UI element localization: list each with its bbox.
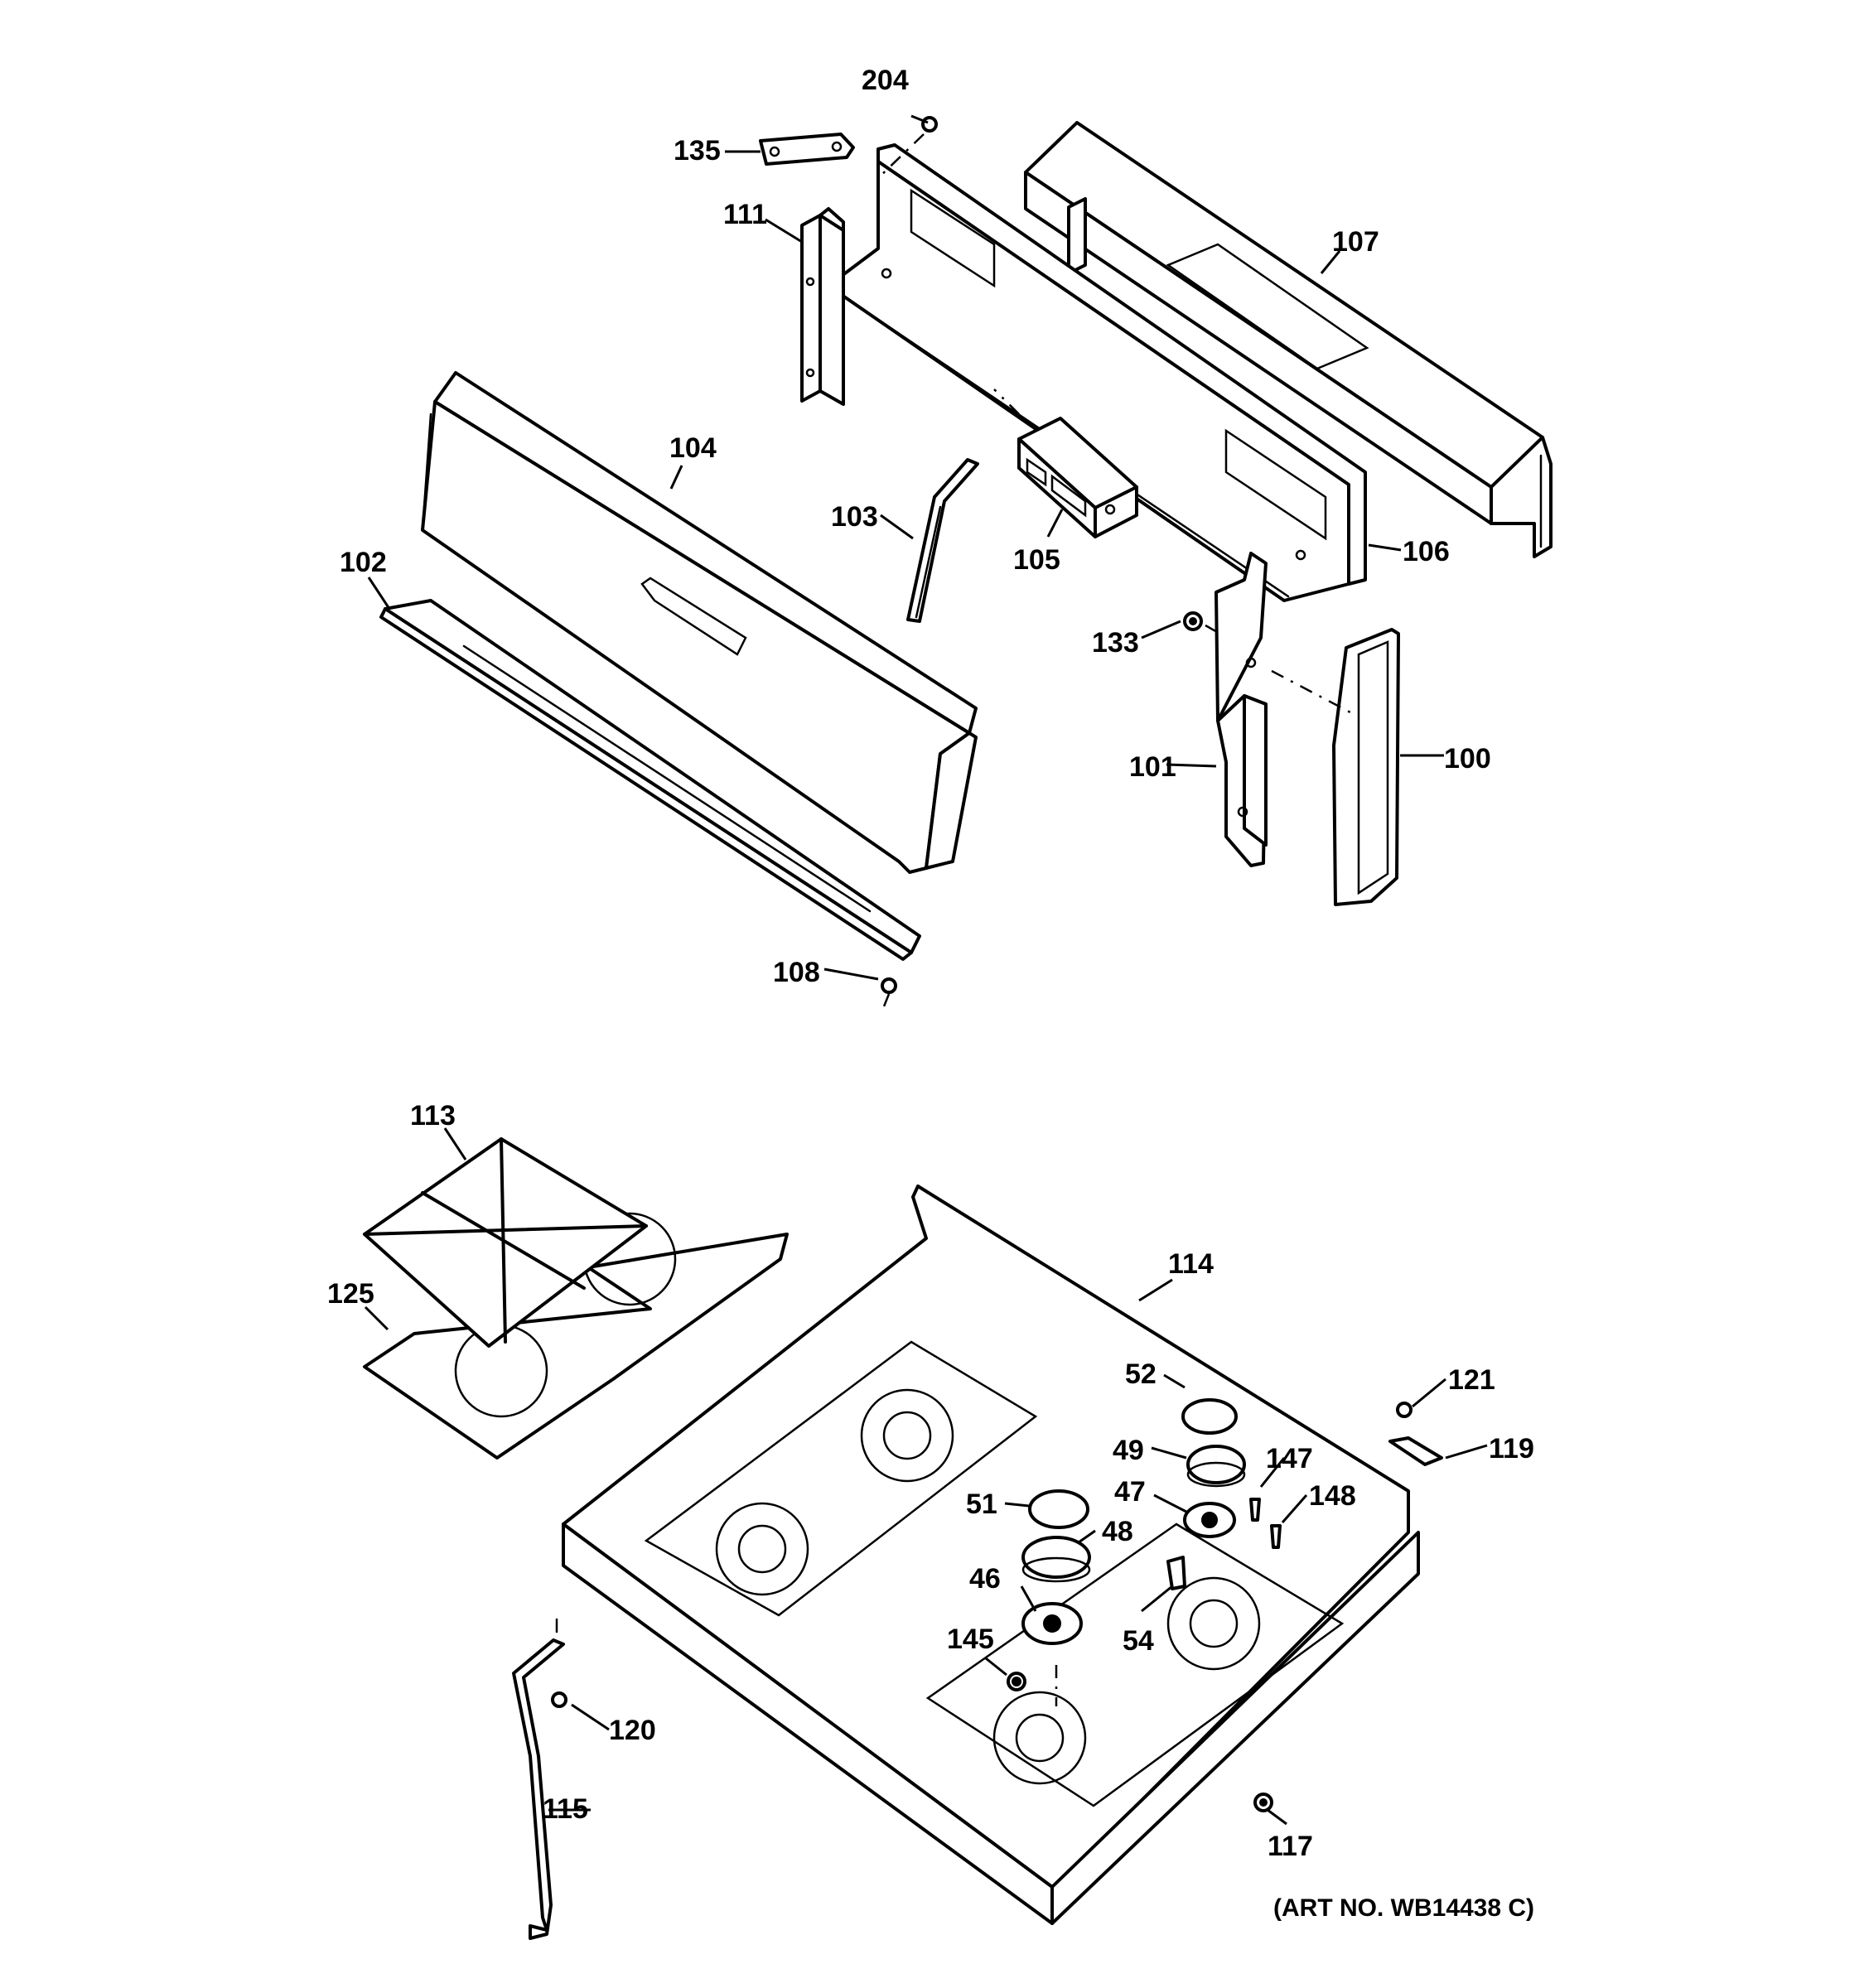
callout-46: 46 [969,1563,1001,1595]
part-113-grate [363,1137,648,1348]
part-103-bracket [906,458,979,623]
part-111-left-bracket [800,207,845,406]
part-54-electrode [1166,1556,1186,1590]
callout-117: 117 [1268,1831,1313,1862]
callout-47: 47 [1114,1476,1146,1508]
part-47-burner [1183,1502,1236,1538]
part-52-cap [1181,1398,1238,1435]
callout-114: 114 [1168,1248,1214,1280]
callout-145: 145 [947,1624,994,1655]
part-101-side-bracket [1214,552,1268,867]
callout-54: 54 [1123,1625,1154,1657]
callout-labels: 204 135 111 107 104 103 105 106 102 133 … [327,65,1534,1922]
callout-101: 101 [1129,751,1176,783]
callout-133: 133 [1092,627,1139,659]
callout-107: 107 [1332,226,1379,258]
callout-51: 51 [966,1489,997,1520]
callout-102: 102 [340,547,387,578]
part-105-clock [993,388,1138,538]
callout-103: 103 [831,501,878,533]
part-120-screw [551,1691,567,1708]
part-135-clip [759,133,855,166]
callout-104: 104 [669,432,717,464]
callout-147: 147 [1266,1443,1313,1474]
callout-105: 105 [1013,544,1060,576]
callout-49: 49 [1113,1435,1144,1466]
callout-108: 108 [773,957,820,988]
part-46-burner [1021,1602,1083,1645]
part-133-nut [1183,611,1225,638]
part-107-top-cap [1024,121,1553,558]
callout-204: 204 [862,65,909,96]
part-115-rod [512,1618,565,1940]
part-121-screw [1396,1402,1412,1418]
callout-135: 135 [674,135,721,166]
callout-148: 148 [1309,1480,1356,1512]
part-48-head [1021,1536,1091,1583]
part-108-screw [881,977,897,1007]
part-147-clip [1249,1498,1261,1522]
part-49-head [1186,1445,1246,1488]
callout-111: 111 [723,199,767,230]
leader-lines [364,114,1488,1826]
callout-52: 52 [1125,1358,1157,1390]
part-51-cap [1028,1489,1089,1529]
callout-125: 125 [327,1278,374,1310]
part-102-trim [379,599,921,961]
part-119-bracket [1388,1436,1443,1466]
part-148-clip [1270,1524,1282,1549]
part-100-side-trim [1271,628,1400,906]
callout-115: 115 [543,1793,588,1825]
callout-121: 121 [1448,1364,1495,1396]
callout-113: 113 [410,1100,456,1132]
part-117-nut [1253,1793,1273,1812]
art-number: (ART NO. WB14438 C) [1273,1894,1534,1922]
callout-119: 119 [1489,1433,1534,1464]
part-104-control-panel [421,371,978,874]
callout-48: 48 [1102,1516,1133,1547]
part-145-orifice [1007,1672,1026,1691]
part-114-cooktop [562,1185,1420,1925]
callout-106: 106 [1403,536,1450,567]
callout-100: 100 [1444,743,1491,774]
callout-120: 120 [609,1715,656,1746]
